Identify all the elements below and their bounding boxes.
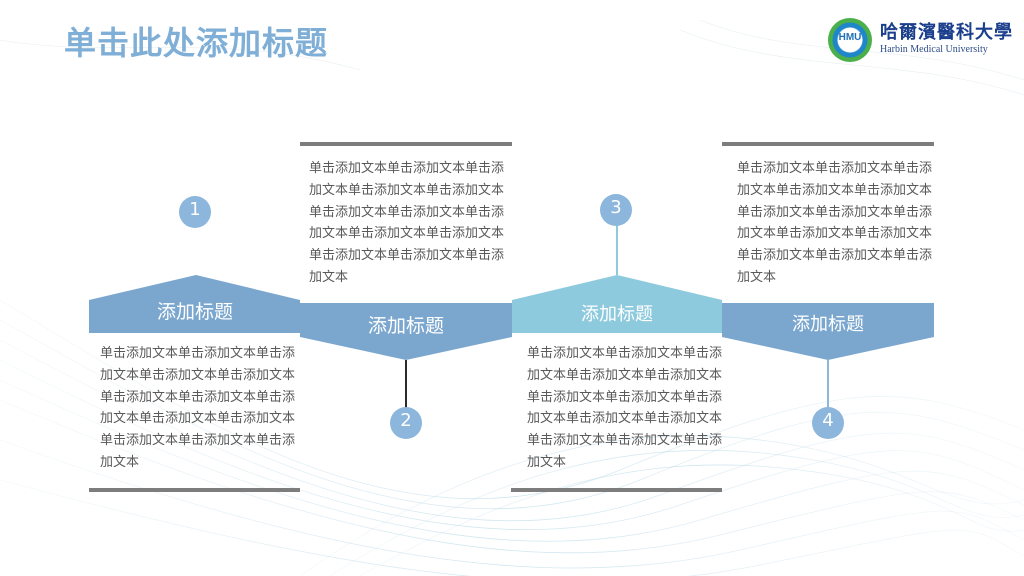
step-4-number: 4 [812, 407, 844, 439]
step-3-body: 单击添加文本单击添加文本单击添加文本单击添加文本单击添加文本单击添加文本单击添加… [527, 346, 723, 470]
step-3-rule [511, 488, 722, 492]
step-2-heading: 添加标题 [367, 315, 444, 337]
step-4-rule [722, 142, 934, 146]
university-emblem-icon: HMU [828, 18, 872, 62]
step-4-body: 单击添加文本单击添加文本单击添加文本单击添加文本单击添加文本单击添加文本单击添加… [737, 161, 933, 285]
step-3-heading: 添加标题 [581, 304, 653, 325]
university-logo: HMU 哈爾濱醫科大學 Harbin Medical University [828, 16, 1012, 64]
step-1-body: 单击添加文本单击添加文本单击添加文本单击添加文本单击添加文本单击添加文本单击添加… [100, 346, 296, 470]
step-1-heading: 添加标题 [156, 301, 233, 323]
step-4-connector [827, 360, 829, 410]
step-1-rule [89, 488, 300, 492]
step-2-rule [300, 142, 512, 146]
step-2-connector [405, 360, 407, 410]
emblem-text: HMU [838, 32, 862, 43]
step-3-connector [616, 225, 618, 275]
logo-name-cn: 哈爾濱醫科大學 [880, 22, 1013, 43]
step-3-number: 3 [600, 194, 632, 226]
page-title: 单击此处添加标题 [64, 24, 329, 62]
step-2-shape [300, 303, 512, 360]
logo-name-en: Harbin Medical University [880, 44, 988, 55]
step-2-number: 2 [390, 407, 422, 439]
step-1-number: 1 [179, 196, 211, 228]
step-2-body: 单击添加文本单击添加文本单击添加文本单击添加文本单击添加文本单击添加文本单击添加… [309, 161, 505, 285]
step-4-heading: 添加标题 [792, 314, 864, 335]
step-1-shape [89, 275, 300, 333]
step-4-shape [722, 303, 934, 360]
step-3-shape [512, 275, 722, 333]
